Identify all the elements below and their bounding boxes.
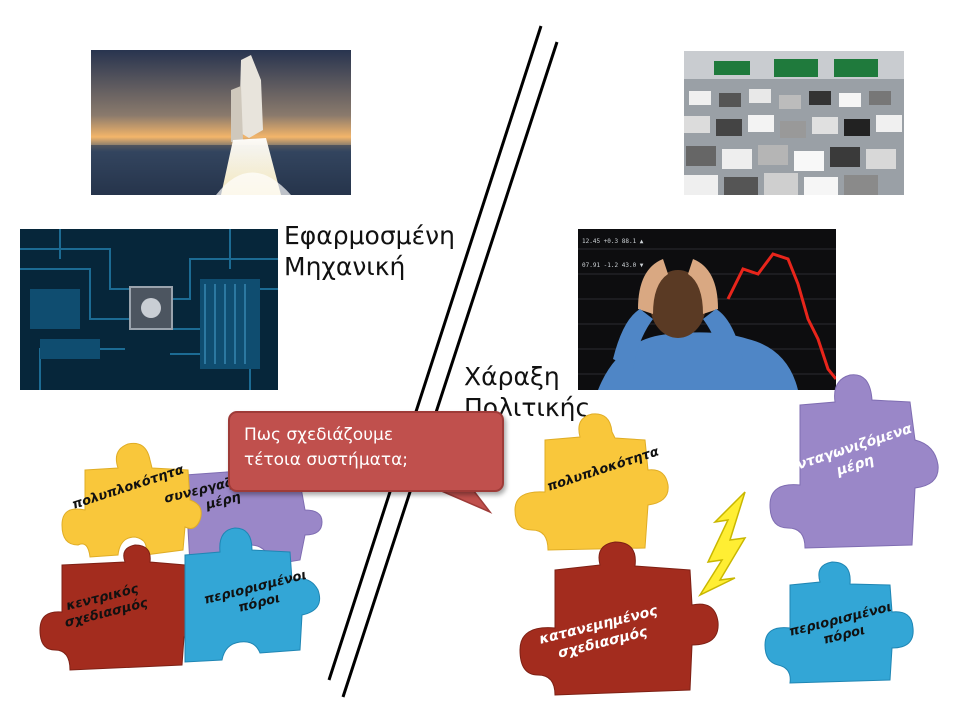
callout-text: Πως σχεδιάζουμε τέτοια συστήματα; xyxy=(244,425,409,470)
svg-text:12.45 +0.3 88.1 ▲: 12.45 +0.3 88.1 ▲ xyxy=(582,238,644,245)
right-heading: Χάραξη Πολιτικής xyxy=(464,362,591,422)
traffic-jam-photo xyxy=(684,51,904,195)
stressed-trader-photo: 12.45 +0.3 88.1 ▲ 07.91 -1.2 43.0 ▼ xyxy=(578,229,836,390)
rocket-launch-photo xyxy=(91,50,351,195)
left-blue-piece xyxy=(184,527,321,663)
right-purple-piece xyxy=(769,374,939,549)
left-heading: Εφαρμοσμένη Μηχανική xyxy=(284,221,455,281)
right-yellow-piece xyxy=(514,413,669,551)
circuit-board-photo xyxy=(20,229,278,390)
question-callout: Πως σχεδιάζουμε τέτοια συστήματα; xyxy=(228,411,504,492)
svg-text:07.91 -1.2 43.0 ▼: 07.91 -1.2 43.0 ▼ xyxy=(582,262,644,269)
right-red-piece xyxy=(519,541,719,696)
right-blue-piece xyxy=(764,561,914,684)
lightning-bolt-icon xyxy=(697,491,747,597)
